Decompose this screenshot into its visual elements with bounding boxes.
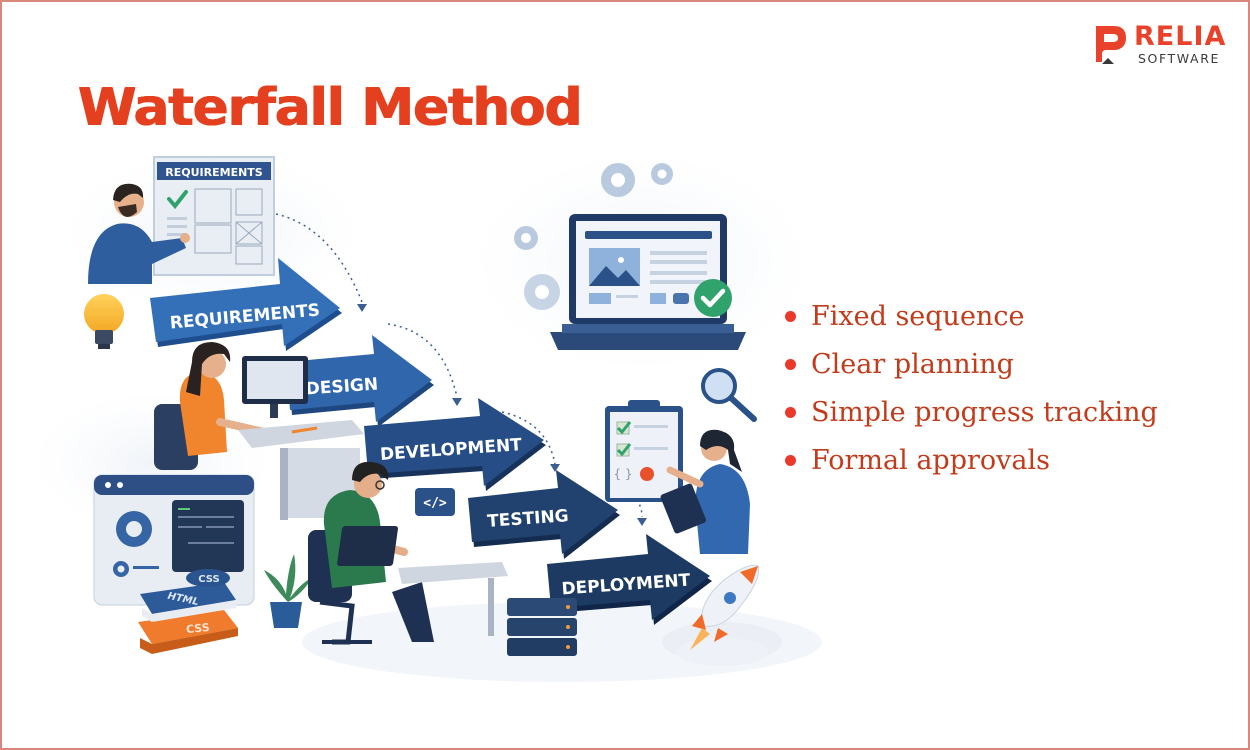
stage-arrow-development: DEVELOPMENT xyxy=(364,398,546,491)
bullet-text: Formal approvals xyxy=(811,445,1051,476)
person-developer xyxy=(308,461,508,645)
clipboard-code-glyph: { } xyxy=(613,467,632,481)
bullet-dot-icon xyxy=(785,311,796,322)
rocket-icon xyxy=(676,564,768,666)
bullet-text: Simple progress tracking xyxy=(811,397,1158,428)
lightbulb-icon xyxy=(84,294,124,349)
relia-software-logo[interactable]: RELIA SOFTWARE xyxy=(1094,22,1239,68)
list-item: Fixed sequence xyxy=(782,295,1158,343)
test-clipboard: { } xyxy=(605,400,683,502)
bullet-text: Clear planning xyxy=(811,349,1014,380)
laptop-illustration xyxy=(550,214,746,350)
logo-brand-text: RELIA xyxy=(1134,21,1227,52)
book-label-css-bottom: CSS xyxy=(185,621,210,636)
magnifier-icon xyxy=(701,368,757,422)
code-badge: </> xyxy=(415,488,455,516)
page-title: Waterfall Method xyxy=(78,78,583,138)
list-item: Formal approvals xyxy=(782,439,1158,487)
server-stack xyxy=(507,598,577,656)
logo-mark-icon xyxy=(1096,26,1126,64)
stage-arrow-design: DESIGN xyxy=(286,335,434,427)
stage-arrow-deployment: DEPLOYMENT xyxy=(547,534,712,625)
person-designer xyxy=(154,342,364,520)
bullet-dot-icon xyxy=(785,407,796,418)
code-badge-label: </> xyxy=(423,496,447,511)
plant-illustration xyxy=(264,554,312,628)
gear-icons xyxy=(514,163,673,310)
books-stack: CSS HTML CSS xyxy=(138,569,238,654)
list-item: Clear planning xyxy=(782,343,1158,391)
connector-arrowheads xyxy=(357,304,647,526)
bullet-dot-icon xyxy=(785,455,796,466)
person-tester xyxy=(660,429,750,554)
browser-window-illustration xyxy=(93,474,255,606)
person-presenter xyxy=(88,183,190,284)
bullet-text: Fixed sequence xyxy=(811,301,1025,332)
bullet-dot-icon xyxy=(785,359,796,370)
requirements-whiteboard: REQUIREMENTS xyxy=(153,156,275,276)
logo-sub-text: SOFTWARE xyxy=(1138,51,1220,66)
stage-arrow-testing: TESTING xyxy=(468,470,620,559)
whiteboard-header: REQUIREMENTS xyxy=(165,166,263,179)
list-item: Simple progress tracking xyxy=(782,391,1158,439)
book-label-css-top: CSS xyxy=(198,574,219,585)
benefits-list: Fixed sequence Clear planning Simple pro… xyxy=(782,295,1158,487)
stage-arrow-requirements: REQUIREMENTS xyxy=(150,258,342,351)
